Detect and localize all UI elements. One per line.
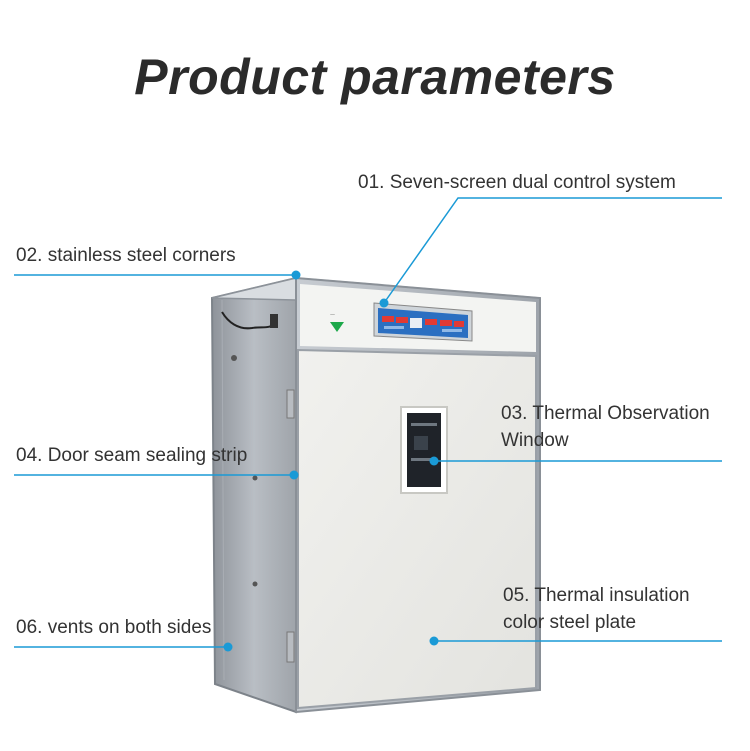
control-display (373, 302, 473, 342)
svg-text:—: — (330, 312, 335, 318)
callout-dot-01 (379, 298, 389, 308)
callout-label-04: 04. Door seam sealing strip (16, 445, 248, 466)
callout-dot-05 (429, 636, 439, 646)
callout-dot-03 (429, 456, 439, 466)
cabinet-front: — (295, 276, 541, 714)
callout-lines (14, 197, 722, 648)
callout-label-06: 06. vents on both sides (16, 617, 212, 638)
callout-label-03: 03. Thermal Observation Window (501, 403, 710, 451)
callout-line-01 (383, 197, 722, 304)
callout-label-01: 01. Seven-screen dual control system (358, 172, 676, 193)
callout-label-05: 05. Thermal insulation color steel plate (503, 585, 690, 633)
callout-label-02: 02. stainless steel corners (16, 245, 236, 266)
callout-dot-06 (223, 642, 233, 652)
page-title: Product parameters (134, 49, 616, 105)
cabinet-door (297, 348, 537, 710)
callout-dots (223, 270, 439, 652)
callout-dot-02 (291, 270, 301, 280)
observation-window (400, 406, 448, 494)
callout-dot-04 (289, 470, 299, 480)
